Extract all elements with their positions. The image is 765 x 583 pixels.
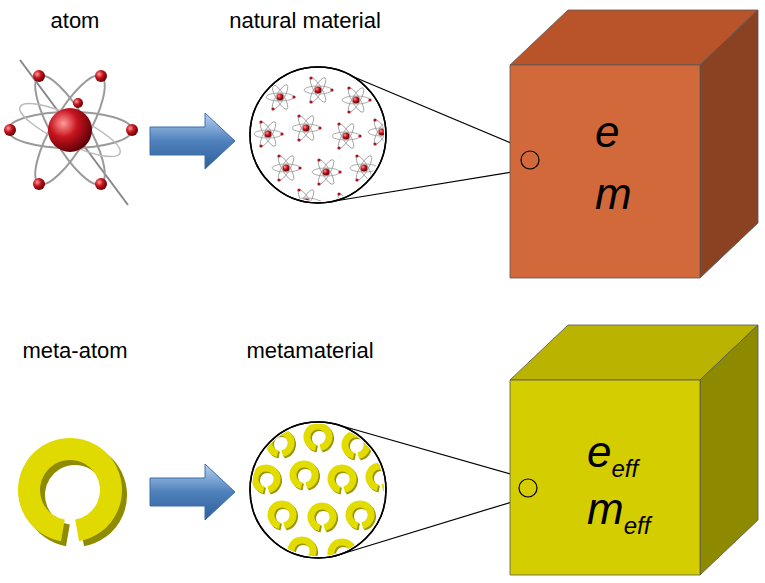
arrow-shape xyxy=(150,113,235,169)
cube-outline xyxy=(505,315,763,583)
arrow-shape xyxy=(150,464,235,520)
zoom-spot xyxy=(521,151,539,169)
atom-illustration xyxy=(4,60,138,205)
zoom-spot xyxy=(519,479,537,497)
parameter-symbol: eeff xyxy=(587,430,638,481)
meta-atom-ring xyxy=(29,449,116,535)
cube-face xyxy=(510,65,700,278)
parameter-symbol: m xyxy=(595,172,632,216)
caption-label: natural material xyxy=(229,8,381,34)
metamaterial-zoom-circle xyxy=(250,422,393,565)
material-cube: eeff meff xyxy=(505,315,763,583)
caption-label: atom xyxy=(51,8,100,34)
cube-face xyxy=(700,10,758,278)
parameter-symbol: e xyxy=(595,110,619,154)
material-zoom-circle xyxy=(250,67,398,220)
parameter-symbol: meff xyxy=(587,487,650,538)
cube-face xyxy=(510,380,700,575)
caption-label: metamaterial xyxy=(246,338,373,364)
cube-outline xyxy=(505,0,763,286)
cube-face xyxy=(700,325,758,575)
material-cube: em xyxy=(505,0,763,286)
caption-label: meta-atom xyxy=(22,338,127,364)
